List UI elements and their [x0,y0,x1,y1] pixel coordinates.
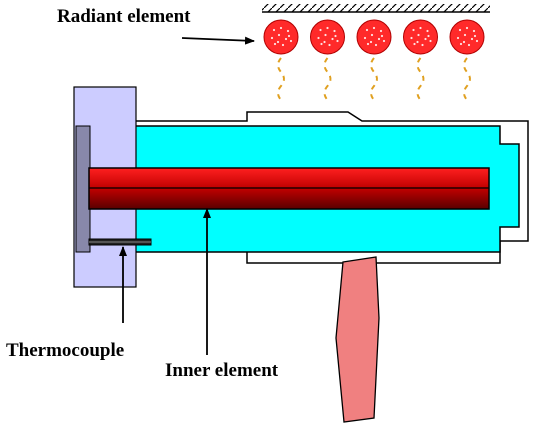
radiant-element-group [263,19,485,55]
heat-wave [277,57,285,101]
thermocouple-probe [88,238,152,246]
radiant-ball [449,19,485,55]
heat-wave [323,57,332,101]
thermocouple-label: Thermocouple [6,340,124,361]
heat-wave [370,57,378,101]
radiant-element-label: Radiant element [57,6,191,27]
inner-element-rod [88,167,490,210]
radiant-ball [356,19,392,55]
radiant-ball [403,19,438,55]
heat-wave [463,57,471,101]
ceiling-mount [262,4,490,13]
radiant-ball [310,19,345,55]
radiant-ball [263,19,299,55]
inner-element-label: Inner element [165,360,279,381]
heat-waves [277,57,471,101]
heat-wave [416,57,425,101]
radiant-arrow [181,36,255,45]
handle [335,256,380,423]
